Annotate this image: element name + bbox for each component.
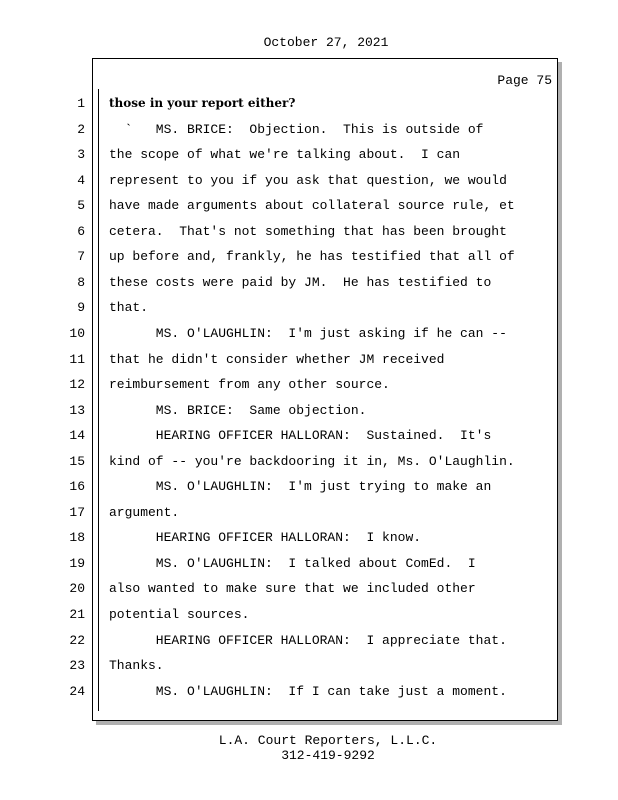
line-number: 11 bbox=[69, 351, 85, 367]
line-number: 22 bbox=[69, 632, 85, 648]
transcript-line: 9 that. bbox=[1, 300, 561, 320]
line-text: reimbursement from any other source. bbox=[109, 377, 390, 393]
line-number: 13 bbox=[69, 402, 85, 418]
line-number: 20 bbox=[69, 581, 85, 597]
transcript-line: 20 also wanted to make sure that we inclu… bbox=[1, 581, 561, 601]
line-number: 4 bbox=[77, 172, 85, 188]
line-text: kind of -- you're backdooring it in, Ms.… bbox=[109, 453, 515, 469]
line-text: also wanted to make sure that we include… bbox=[109, 581, 476, 597]
line-text: Thanks. bbox=[109, 658, 164, 674]
transcript-line: 24 MS. O'LAUGHLIN: If I can take just a … bbox=[1, 684, 561, 704]
line-number: 15 bbox=[69, 453, 85, 469]
transcript-page: Page 75 1 those in your report either? 2 `… bbox=[69, 58, 558, 721]
transcript-line: 1 those in your report either? bbox=[1, 96, 561, 116]
line-text: argument. bbox=[109, 504, 180, 520]
transcript-line: 12 reimbursement from any other source. bbox=[1, 377, 561, 397]
transcript-line: 3 the scope of what we're talking about. … bbox=[1, 147, 561, 167]
transcript-line: 10 MS. O'LAUGHLIN: I'm just asking if he… bbox=[1, 326, 561, 346]
line-text: the scope of what we're talking about. I… bbox=[109, 147, 461, 163]
line-text: MS. O'LAUGHLIN: I talked about ComEd. I bbox=[109, 555, 476, 571]
transcript-line: 19 MS. O'LAUGHLIN: I talked about ComEd.… bbox=[1, 556, 561, 576]
line-text: represent to you if you ask that questio… bbox=[109, 172, 507, 188]
line-text: cetera. That's not something that has be… bbox=[109, 223, 507, 239]
footer: L.A. Court Reporters, L.L.C. 312-419-929… bbox=[0, 733, 618, 763]
line-text: MS. O'LAUGHLIN: If I can take just a mom… bbox=[109, 683, 507, 699]
line-text: MS. O'LAUGHLIN: I'm just trying to make … bbox=[109, 479, 492, 495]
line-number: 12 bbox=[69, 377, 85, 393]
transcript-line: 16 MS. O'LAUGHLIN: I'm just trying to ma… bbox=[1, 479, 561, 499]
line-number: 16 bbox=[69, 479, 85, 495]
footer-phone: 312-419-9292 bbox=[281, 748, 375, 763]
transcript-line: 23 Thanks. bbox=[1, 658, 561, 678]
line-text: those in your report either? bbox=[109, 96, 296, 110]
line-number: 19 bbox=[69, 555, 85, 571]
line-number: 7 bbox=[77, 249, 85, 265]
line-number: 10 bbox=[69, 325, 85, 341]
transcript-line: 6 cetera. That's not something that has b… bbox=[1, 224, 561, 244]
transcript-line: 15 kind of -- you're backdooring it in, M… bbox=[1, 454, 561, 474]
line-text: MS. BRICE: Same objection. bbox=[109, 402, 367, 418]
line-text: HEARING OFFICER HALLORAN: I know. bbox=[109, 530, 422, 546]
transcript-line: 5 have made arguments about collateral so… bbox=[1, 198, 561, 218]
line-text: these costs were paid by JM. He has test… bbox=[109, 274, 492, 290]
page-number: Page 75 bbox=[497, 73, 552, 88]
line-text: that. bbox=[109, 300, 149, 316]
transcript-line: 7 up before and, frankly, he has testifie… bbox=[1, 249, 561, 269]
line-text: HEARING OFFICER HALLORAN: I appreciate t… bbox=[109, 632, 507, 648]
line-number: 23 bbox=[69, 658, 85, 674]
line-text: ` MS. BRICE: Objection. This is outside … bbox=[109, 121, 484, 137]
footer-company: L.A. Court Reporters, L.L.C. bbox=[218, 733, 438, 748]
transcript-line: 4 represent to you if you ask that questi… bbox=[1, 173, 561, 193]
header-date: October 27, 2021 bbox=[263, 35, 389, 50]
line-number: 3 bbox=[77, 147, 85, 163]
line-number: 14 bbox=[69, 428, 85, 444]
line-number-divider bbox=[98, 89, 99, 711]
transcript-line: 17 argument. bbox=[1, 505, 561, 525]
line-text: potential sources. bbox=[109, 607, 250, 622]
transcript-line: 11 that he didn't consider whether JM rec… bbox=[1, 352, 561, 372]
transcript-line: 8 these costs were paid by JM. He has tes… bbox=[1, 275, 561, 295]
line-number: 21 bbox=[69, 607, 85, 622]
line-text: up before and, frankly, he has testified… bbox=[109, 249, 515, 265]
line-text: HEARING OFFICER HALLORAN: Sustained. It'… bbox=[109, 428, 492, 444]
line-text: MS. O'LAUGHLIN: I'm just asking if he ca… bbox=[109, 325, 507, 341]
transcript-line: 13 MS. BRICE: Same objection. bbox=[1, 403, 561, 423]
line-number: 18 bbox=[69, 530, 85, 546]
line-text: that he didn't consider whether JM recei… bbox=[109, 351, 445, 367]
transcript-line: 22 HEARING OFFICER HALLORAN: I appreciat… bbox=[1, 633, 561, 653]
line-number: 9 bbox=[77, 300, 85, 316]
line-number: 8 bbox=[77, 274, 85, 290]
line-number: 2 bbox=[77, 121, 85, 137]
line-number: 17 bbox=[69, 504, 85, 520]
line-number: 5 bbox=[77, 198, 85, 214]
transcript-line: 14 HEARING OFFICER HALLORAN: Sustained. … bbox=[1, 428, 561, 448]
line-number: 6 bbox=[77, 223, 85, 239]
line-number: 24 bbox=[69, 683, 85, 699]
transcript-line: 18 HEARING OFFICER HALLORAN: I know. bbox=[1, 530, 561, 550]
transcript-line: 2 ` MS. BRICE: Objection. This is outsid… bbox=[1, 122, 561, 142]
line-number: 1 bbox=[77, 96, 85, 111]
line-text: have made arguments about collateral sou… bbox=[109, 198, 515, 214]
transcript-line: 21 potential sources. bbox=[1, 607, 561, 627]
